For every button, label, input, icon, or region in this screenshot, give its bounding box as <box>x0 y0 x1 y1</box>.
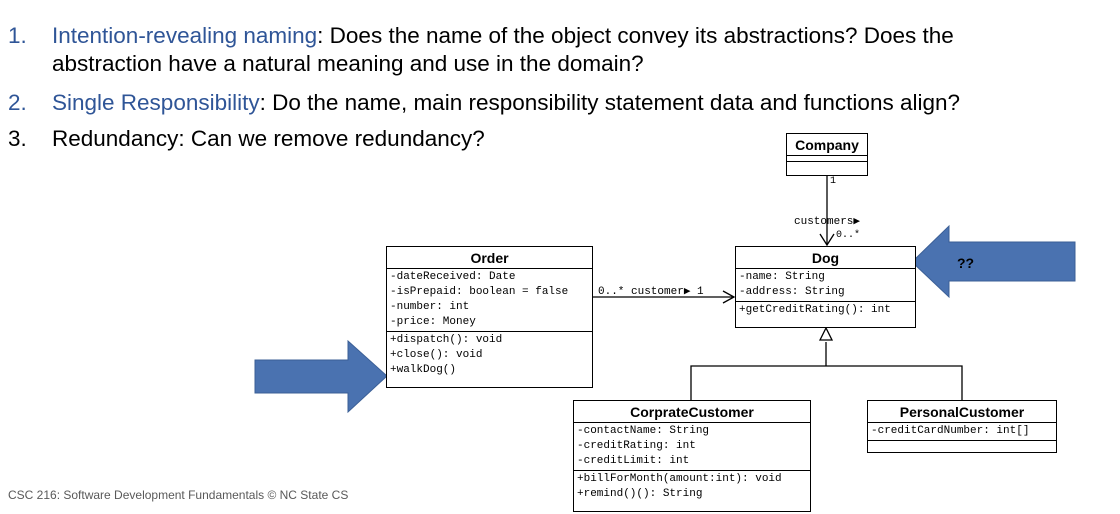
generalization-triangle <box>818 326 834 341</box>
personal-customer-class: PersonalCustomer -creditCardNumber: int[… <box>867 400 1057 453</box>
class-name: Dog <box>736 247 915 269</box>
attribute: -creditRating: int <box>577 440 696 452</box>
attribute: -creditLimit: int <box>577 455 690 467</box>
slide-footer: CSC 216: Software Development Fundamenta… <box>8 488 349 502</box>
operations-section: +dispatch(): void +close(): void +walkDo… <box>387 332 592 379</box>
attribute: -dateReceived: Date <box>390 271 516 283</box>
right-callout-arrow <box>911 224 1076 299</box>
class-name: Order <box>387 247 592 269</box>
order-association-label: 0..* customer▶ 1 <box>598 286 704 298</box>
attribute: -isPrepaid: boolean = false <box>390 286 569 298</box>
item-number: 1. <box>8 23 27 48</box>
class-name: CorprateCustomer <box>574 401 810 423</box>
attribute: -address: String <box>739 286 845 298</box>
item-number: 3. <box>8 126 27 151</box>
attributes-section: -creditCardNumber: int[] <box>868 423 1056 441</box>
dog-class: Dog -name: String -address: String +getC… <box>735 246 916 328</box>
attributes-section: -name: String -address: String <box>736 269 915 302</box>
item-text: : Does the name of the object convey its… <box>317 23 954 48</box>
attribute: -number: int <box>390 301 470 313</box>
open-arrowhead <box>722 290 736 304</box>
operation: +getCreditRating(): int <box>739 304 891 316</box>
item-number: 2. <box>8 90 27 115</box>
open-arrowhead <box>819 233 835 247</box>
attribute: -name: String <box>739 271 825 283</box>
attributes-section: -dateReceived: Date -isPrepaid: boolean … <box>387 269 592 332</box>
operations-section: +billForMonth(amount:int): void +remind(… <box>574 471 810 503</box>
attribute: -creditCardNumber: int[] <box>871 425 1030 437</box>
attributes-section: -contactName: String -creditRating: int … <box>574 423 810 471</box>
customers-role-label: customers▶ <box>794 216 861 228</box>
attribute: -price: Money <box>390 316 476 328</box>
item-lead: Single Responsibility <box>52 90 260 115</box>
operation: +billForMonth(amount:int): void <box>577 473 782 485</box>
operation: +remind()(): String <box>577 488 703 500</box>
operation: +close(): void <box>390 349 483 361</box>
item-lead: Intention-revealing naming <box>52 23 318 48</box>
class-name: Company <box>787 134 867 156</box>
item-text: abstraction have a natural meaning and u… <box>52 51 644 76</box>
item-text: : Do the name, main responsibility state… <box>259 90 961 115</box>
corporate-customer-class: CorprateCustomer -contactName: String -c… <box>573 400 811 512</box>
operation: +walkDog() <box>390 364 457 376</box>
operations-section: +getCreditRating(): int <box>736 302 915 319</box>
company-class: Company <box>786 133 868 176</box>
dog-multiplicity: 0..* <box>836 230 861 241</box>
operation: +dispatch(): void <box>390 334 503 346</box>
order-class: Order -dateReceived: Date -isPrepaid: bo… <box>386 246 593 388</box>
callout-text: ?? <box>957 255 975 271</box>
attribute: -contactName: String <box>577 425 710 437</box>
class-name: PersonalCustomer <box>868 401 1056 423</box>
left-callout-arrow <box>254 339 388 414</box>
generalization-branches <box>690 365 963 400</box>
item-text: Redundancy: Can we remove redundancy? <box>52 126 485 151</box>
company-multiplicity: 1 <box>830 176 837 187</box>
